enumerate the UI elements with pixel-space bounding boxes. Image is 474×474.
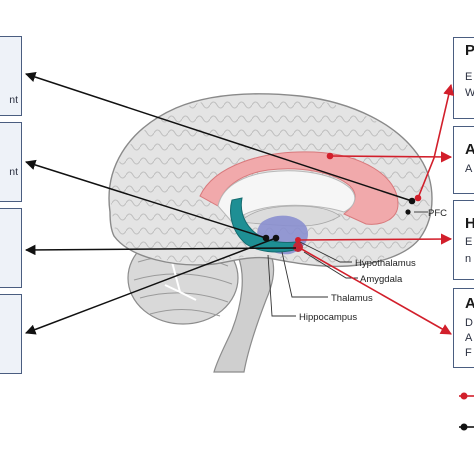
cingulate-gyrus xyxy=(199,151,399,225)
legend xyxy=(459,392,474,431)
right-box-3-title: H xyxy=(465,215,474,232)
legend-red-dot xyxy=(460,392,468,400)
label-pfc: PFC xyxy=(428,208,447,219)
left-box-2-text: nt xyxy=(9,166,18,178)
right-box-4-line-2: A xyxy=(465,332,473,344)
leader-lines xyxy=(267,211,428,317)
left-box-4 xyxy=(0,294,22,374)
right-box-4-line-1: D xyxy=(465,317,473,329)
label-thalamus: Thalamus xyxy=(331,293,373,304)
arrow-amygdala-to-left-3 xyxy=(24,244,297,256)
left-box-2: nt xyxy=(0,122,22,202)
right-box-1-line-2: W xyxy=(465,87,474,99)
red-arrows xyxy=(297,83,455,335)
arrow-red-to-right-1 xyxy=(417,83,455,199)
right-box-2-title: A xyxy=(465,141,474,158)
left-box-1-text: nt xyxy=(9,94,18,106)
label-hippocampus: Hippocampus xyxy=(299,312,357,323)
right-box-3-line-2: n xyxy=(465,253,472,265)
brainstem xyxy=(213,255,275,373)
arrow-hippocampus-to-left-2 xyxy=(24,159,267,239)
left-box-1: nt xyxy=(0,36,22,116)
right-box-4-title: A xyxy=(465,295,474,312)
arrow-thalamus-to-left-4 xyxy=(25,237,277,335)
red-dots xyxy=(295,152,422,243)
legend-black-dot xyxy=(460,423,468,431)
right-box-4-line-3: F xyxy=(465,347,472,359)
arrow-red-to-right-3 xyxy=(297,233,453,245)
label-amygdala: Amygdala xyxy=(360,274,403,285)
right-box-3: H E n xyxy=(453,200,474,280)
right-box-4: A D A F xyxy=(453,288,474,368)
arrow-red-to-right-2 xyxy=(329,151,453,163)
arrow-pfc-to-left-1 xyxy=(25,71,413,202)
right-box-3-line-1: E xyxy=(465,236,473,248)
black-dots xyxy=(262,197,416,242)
right-box-2: A A xyxy=(453,126,474,194)
black-arrows xyxy=(24,71,413,335)
arrow-red-to-right-4 xyxy=(297,246,452,335)
right-box-1-title: P xyxy=(465,42,474,59)
left-box-3 xyxy=(0,208,22,288)
right-box-2-line-1: A xyxy=(465,163,473,175)
right-box-1: P E W xyxy=(453,37,474,119)
right-box-1-line-1: E xyxy=(465,71,473,83)
corpus-callosum xyxy=(217,170,356,223)
label-hypothalamus: Hypothalamus xyxy=(355,258,416,269)
